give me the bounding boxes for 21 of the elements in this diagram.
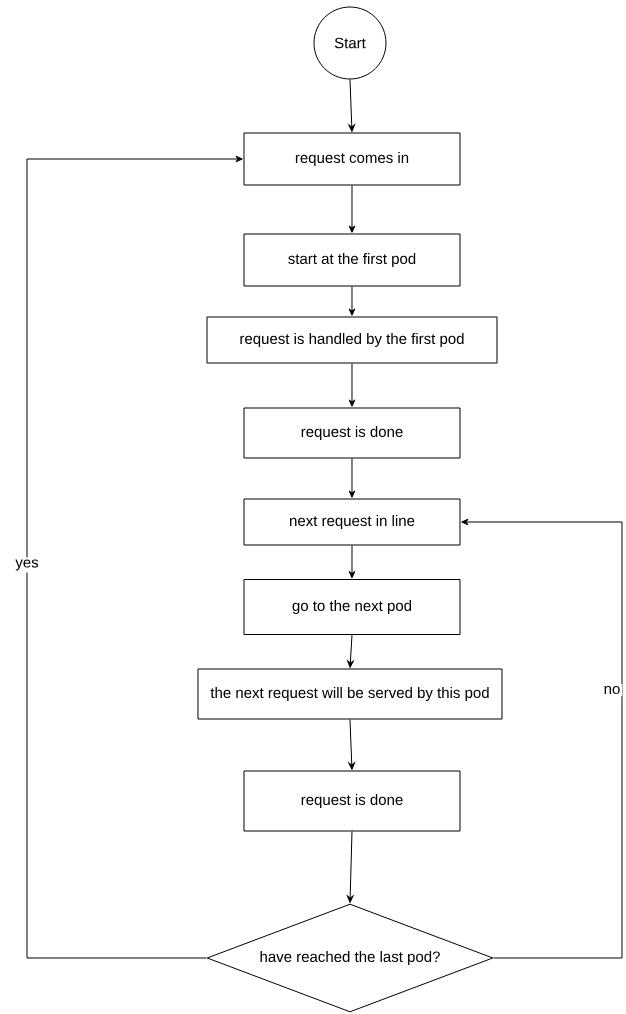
process-box: request is done [243,770,461,832]
arrow [347,634,354,668]
process-box: request comes in [243,132,461,186]
edge-label: yes [13,557,41,573]
edge-label: no [601,683,623,697]
arrow [348,719,355,770]
arrow [348,286,356,316]
process-box: next request in line [243,498,461,546]
arrow [348,363,356,407]
process-box: go to the next pod [243,579,461,635]
arrow [461,518,623,959]
arrow [348,458,356,498]
arrow [348,79,356,132]
process-box: start at the first pod [243,233,461,287]
arrow [26,155,243,959]
arrow [348,545,356,579]
process-box: the next request will be served by this pod [197,668,503,720]
process-box: request is done [243,407,461,459]
arrow [346,831,354,903]
arrow [348,185,356,233]
process-box: request is handled by the first pod [206,316,498,364]
